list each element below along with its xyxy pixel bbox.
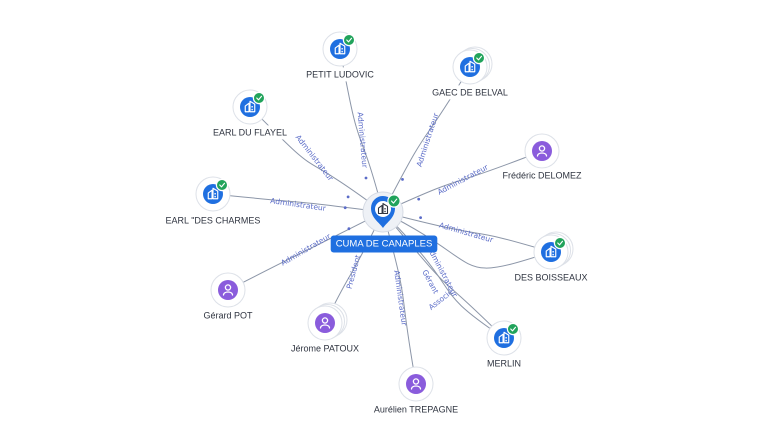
edge-arrow bbox=[417, 197, 421, 201]
node-label: GAEC DE BELVAL bbox=[432, 87, 508, 97]
center-label: CUMA DE CANAPLES bbox=[336, 239, 433, 250]
nodes-layer: PETIT LUDOVIC GAEC DE BELVAL EARL DU FLAYE… bbox=[161, 31, 592, 417]
building-icon bbox=[498, 331, 510, 344]
node-label-bg bbox=[199, 308, 258, 323]
edge-label: Administrateur bbox=[356, 112, 370, 169]
building-icon bbox=[334, 42, 346, 55]
edge-arrow bbox=[364, 176, 368, 180]
node-label: PETIT LUDOVIC bbox=[306, 69, 374, 79]
building-icon bbox=[377, 203, 389, 215]
node-earl-du-flayel[interactable]: EARL DU FLAYEL bbox=[208, 89, 292, 140]
node-label-bg bbox=[510, 270, 592, 285]
node-label-bg bbox=[286, 341, 364, 356]
building-icon bbox=[545, 245, 557, 258]
person-icon bbox=[319, 317, 331, 329]
edge-label: Président bbox=[345, 254, 363, 290]
person-icon bbox=[536, 145, 548, 157]
building-icon bbox=[244, 100, 256, 113]
center-label-bg bbox=[330, 235, 438, 253]
node-label: Gérard POT bbox=[203, 310, 253, 320]
node-label: Jérome PATOUX bbox=[291, 343, 359, 353]
node-label: DES BOISSEAUX bbox=[514, 272, 587, 282]
node-label-bg bbox=[208, 125, 292, 140]
node-gerard-pot[interactable]: Gérard POT bbox=[199, 272, 258, 323]
edge-arrow bbox=[346, 195, 350, 199]
node-jerome-patoux[interactable]: Jérome PATOUX bbox=[286, 302, 364, 356]
node-frederic-delomez[interactable]: Frédéric DELOMEZ bbox=[498, 133, 587, 183]
building-icon bbox=[207, 187, 219, 200]
node-aurelien-trepagne[interactable]: Aurélien TREPAGNE bbox=[369, 366, 463, 417]
verified-check-icon bbox=[342, 33, 356, 47]
node-label-bg bbox=[498, 168, 587, 183]
edge-label: Administrateur bbox=[392, 270, 409, 328]
edge-label: Gérant bbox=[420, 268, 440, 295]
node-label-bg bbox=[161, 213, 265, 228]
edge-label: Administrateur bbox=[270, 196, 328, 213]
node-label: Aurélien TREPAGNE bbox=[374, 404, 458, 414]
node-label: EARL "DES CHARMES bbox=[166, 215, 261, 225]
verified-check-icon bbox=[553, 236, 567, 250]
edge-line bbox=[382, 211, 552, 253]
edge-line bbox=[382, 211, 552, 269]
edge-line bbox=[227, 211, 384, 291]
edge-label: Administrateur bbox=[279, 231, 333, 267]
edge-arrow bbox=[347, 227, 351, 231]
node-des-boisseaux[interactable]: DES BOISSEAUX bbox=[510, 231, 592, 285]
node-label-bg bbox=[482, 356, 526, 371]
verified-check-icon bbox=[387, 194, 401, 208]
center-node[interactable]: CUMA DE CANAPLES bbox=[330, 191, 438, 253]
node-gaec-de-belval[interactable]: GAEC DE BELVAL bbox=[428, 46, 512, 100]
building-icon bbox=[464, 60, 476, 73]
node-merlin[interactable]: MERLIN bbox=[482, 320, 526, 371]
edge-arrow bbox=[401, 178, 404, 181]
node-label-bg bbox=[302, 67, 379, 82]
node-label: Frédéric DELOMEZ bbox=[502, 170, 582, 180]
node-earl-des-charmes[interactable]: EARL "DES CHARMES bbox=[161, 176, 265, 228]
edge-line bbox=[212, 193, 384, 213]
node-label-bg bbox=[428, 85, 512, 100]
node-label-bg bbox=[369, 402, 463, 417]
edge-arrow bbox=[419, 216, 422, 220]
edge-earl-des-charmes: Administrateur bbox=[212, 193, 384, 213]
edge-line bbox=[339, 48, 384, 213]
verified-check-icon bbox=[252, 91, 266, 105]
edge-arrow bbox=[343, 206, 347, 210]
edge-line bbox=[382, 150, 543, 213]
verified-check-icon bbox=[506, 322, 520, 336]
person-icon bbox=[410, 378, 422, 390]
edge-des-boisseaux: Associé bbox=[382, 211, 552, 312]
node-petit-ludovic[interactable]: PETIT LUDOVIC bbox=[302, 31, 379, 82]
node-label: MERLIN bbox=[487, 358, 521, 368]
edge-label: Administrateur bbox=[415, 111, 441, 168]
person-icon bbox=[222, 284, 234, 296]
verified-check-icon bbox=[472, 51, 486, 65]
edge-label: Administrateur bbox=[436, 162, 490, 197]
edge-label: Administrateur bbox=[294, 133, 336, 183]
node-label: EARL DU FLAYEL bbox=[213, 127, 287, 137]
edge-label: Administrateur bbox=[438, 220, 495, 244]
verified-check-icon bbox=[215, 178, 229, 192]
